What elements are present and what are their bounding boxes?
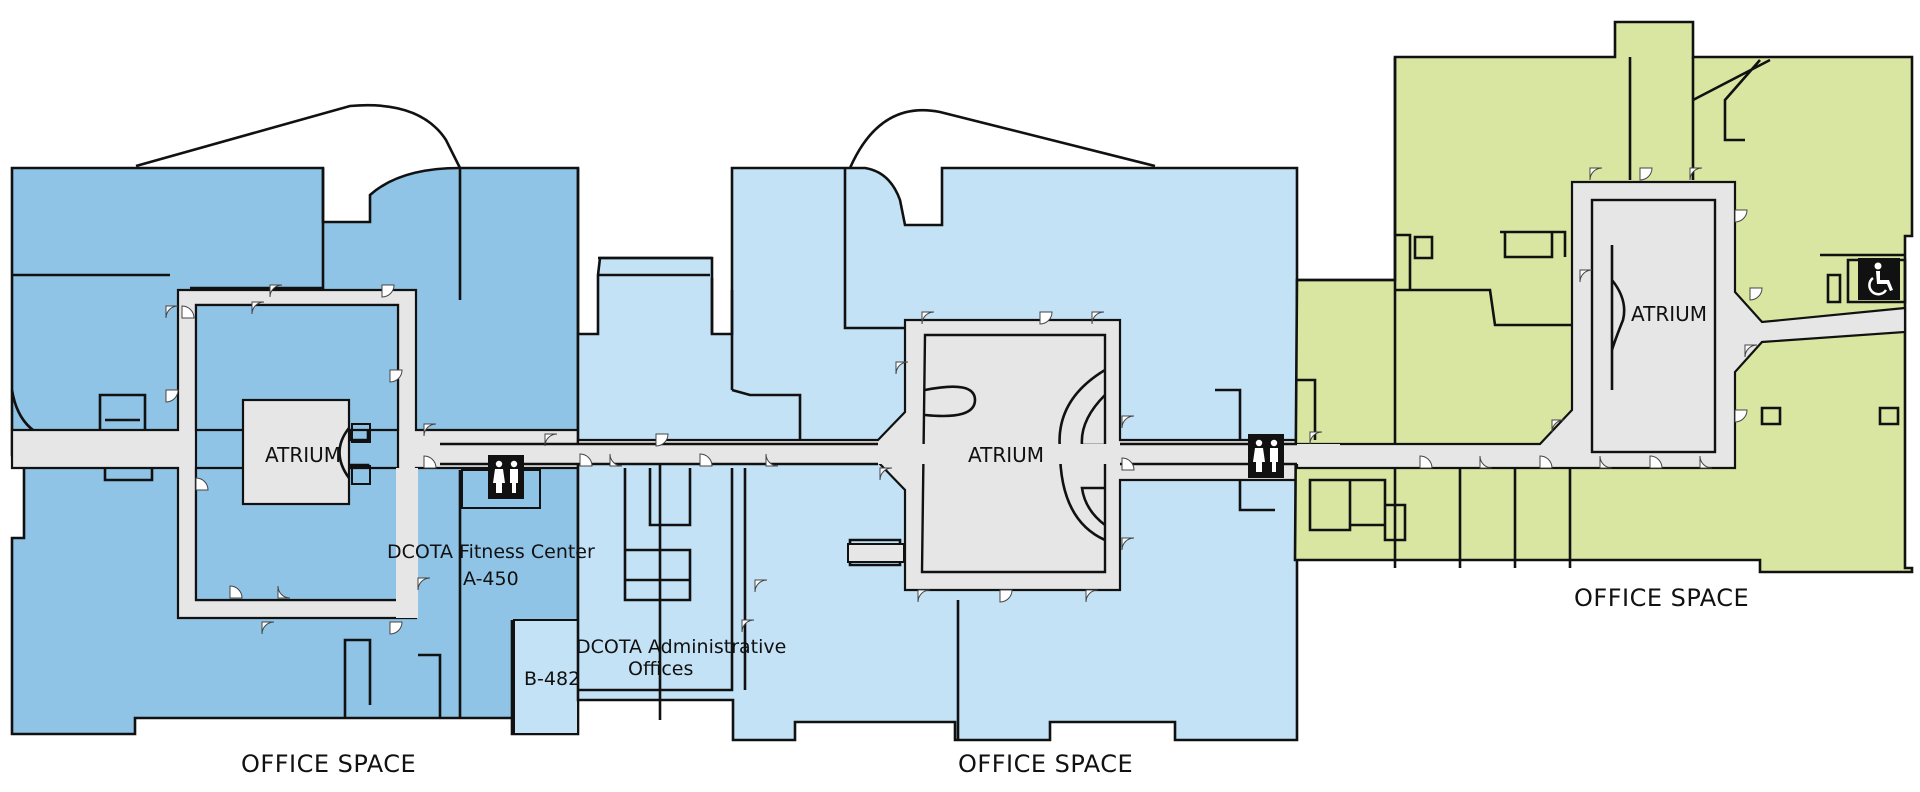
- east-office-space-label: OFFICE SPACE: [1574, 584, 1749, 612]
- door-swing-icon: [165, 389, 179, 403]
- door-swing-icon: [917, 589, 931, 603]
- door-swing-icon: [655, 433, 669, 447]
- door-swing-icon: [261, 621, 275, 635]
- door-swing-icon: [1419, 455, 1433, 469]
- restroom-icon: [488, 455, 524, 499]
- center-walls: [578, 168, 1275, 740]
- door-swing-icon: [1589, 167, 1603, 181]
- east-walls: [1295, 57, 1907, 568]
- door-swing-icon: [389, 621, 403, 635]
- door-swing-icon: [765, 453, 779, 467]
- door-swing-icon: [1121, 415, 1135, 429]
- west-stair-box: [351, 423, 371, 443]
- room-b482-label: B-482: [524, 668, 580, 690]
- door-swing-icon: [544, 433, 558, 447]
- door-swing-icon: [754, 579, 768, 593]
- fitness-center-name: DCOTA Fitness Center: [387, 541, 595, 563]
- door-swing-icon: [879, 467, 893, 481]
- door-swing-icon: [1749, 287, 1763, 301]
- west-canopy-outline: [135, 103, 462, 169]
- door-swing-icon: [229, 585, 243, 599]
- west-atrium-box: [241, 398, 351, 506]
- door-swing-icon: [1551, 419, 1565, 433]
- east-atrium-label: ATRIUM: [1631, 302, 1707, 326]
- door-swing-icon: [251, 301, 265, 315]
- door-swing-icon: [1479, 455, 1493, 469]
- door-swing-icon: [1309, 431, 1323, 445]
- admin-offices-line1: DCOTA Administrative: [576, 636, 786, 658]
- door-swing-icon: [1639, 167, 1653, 181]
- door-swing-icon: [1039, 311, 1053, 325]
- door-swing-icons: [165, 167, 1763, 635]
- door-swing-icon: [423, 423, 437, 437]
- door-swing-icon: [1121, 457, 1135, 471]
- center-office-space-label: OFFICE SPACE: [958, 750, 1133, 778]
- center-atrium-lobe: [924, 385, 977, 418]
- door-swing-icon: [699, 453, 713, 467]
- wheelchair-icon: [1858, 258, 1900, 300]
- west-wing: [10, 103, 580, 736]
- door-swing-icon: [895, 361, 909, 375]
- center-atrium-wall-bar: [847, 543, 905, 563]
- center-canopy-outline: [848, 108, 1156, 169]
- door-swing-icon: [1539, 455, 1553, 469]
- door-swing-icon: [1744, 344, 1758, 358]
- door-swing-icon: [1121, 537, 1135, 551]
- door-swing-icon: [1734, 209, 1748, 223]
- door-swing-icon: [181, 305, 195, 319]
- east-atrium-box: [1590, 198, 1717, 454]
- west-atrium-label: ATRIUM: [265, 443, 341, 467]
- fitness-center-number: A-450: [463, 568, 519, 590]
- admin-offices-line2: Offices: [628, 658, 693, 680]
- main-east-west-corridor: [440, 444, 1340, 464]
- west-office-space-label: OFFICE SPACE: [241, 750, 416, 778]
- door-swing-icon: [1734, 409, 1748, 423]
- east-atrium-curve: [1610, 245, 1626, 390]
- center-atrium-label: ATRIUM: [968, 443, 1044, 467]
- door-swing-icon: [609, 453, 623, 467]
- door-swing-icon: [1599, 455, 1613, 469]
- door-swing-icon: [1085, 589, 1099, 603]
- door-swing-icon: [999, 589, 1013, 603]
- east-wing: [1293, 20, 1914, 574]
- door-swing-icon: [417, 577, 431, 591]
- door-swing-icon: [1649, 455, 1663, 469]
- b482-room: [513, 619, 579, 735]
- door-swing-icon: [277, 585, 291, 599]
- door-swing-icon: [741, 619, 755, 633]
- door-swing-icon: [921, 311, 935, 325]
- door-swing-icon: [195, 477, 209, 491]
- restroom-icon: [1248, 434, 1284, 478]
- door-swing-icon: [579, 453, 593, 467]
- door-swing-icon: [1091, 311, 1105, 325]
- door-swing-icon: [1699, 455, 1713, 469]
- door-swing-icon: [1689, 167, 1703, 181]
- west-corridor-south: [396, 468, 418, 618]
- door-swing-icon: [1579, 269, 1593, 283]
- door-swing-icon: [165, 305, 179, 319]
- door-swing-icon: [269, 284, 283, 298]
- door-swing-icon: [389, 369, 403, 383]
- door-swing-icon: [381, 284, 395, 298]
- door-swing-icon: [423, 455, 437, 469]
- west-stair-box-2: [351, 465, 371, 485]
- west-atrium-arc: [338, 427, 351, 479]
